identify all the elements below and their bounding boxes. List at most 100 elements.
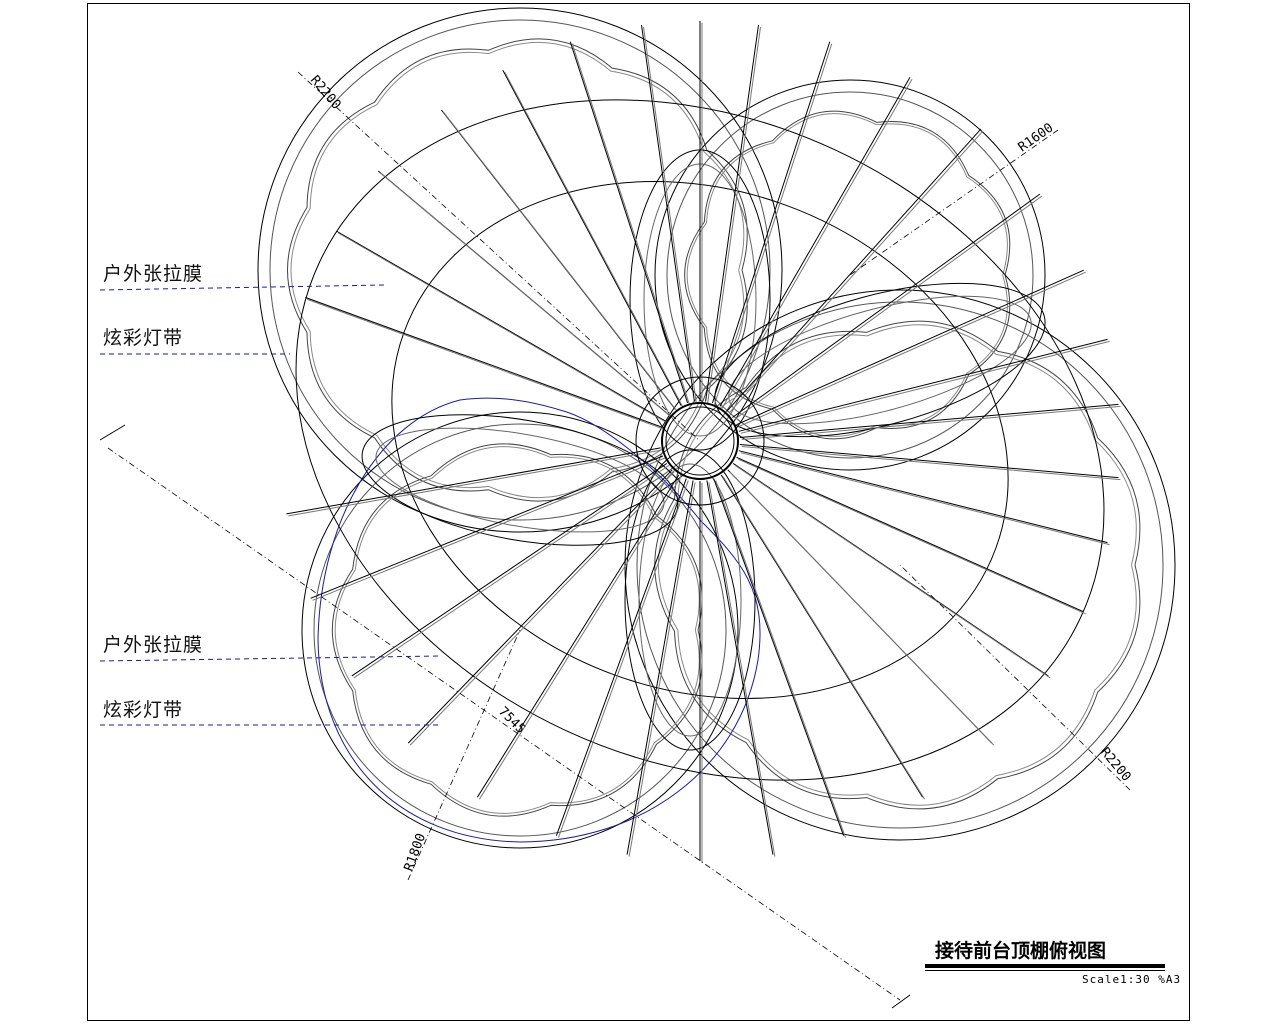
petal-top-left-inner bbox=[269, 19, 771, 521]
radial-rib-11 bbox=[726, 128, 982, 412]
radial-rib-pair-14 bbox=[740, 340, 1110, 434]
radial-rib-17 bbox=[738, 450, 1108, 544]
radial-rib-19 bbox=[732, 462, 1049, 677]
radial-rib-0 bbox=[305, 296, 663, 428]
radial-rib-pair-4 bbox=[504, 71, 684, 408]
petal-top-right-inner bbox=[666, 91, 1034, 459]
radial-rib-1 bbox=[336, 230, 666, 422]
dim-tick-right bbox=[891, 994, 911, 1009]
radial-rib-pair-8 bbox=[707, 27, 761, 404]
hub-ring-outer bbox=[635, 376, 765, 506]
radial-rib-18 bbox=[736, 456, 1084, 613]
leader-membrane-lower bbox=[99, 655, 441, 662]
petal-top-right-scallop-inner bbox=[686, 113, 1008, 437]
radial-rib-21 bbox=[720, 474, 924, 798]
radial-rib-pair-16 bbox=[741, 446, 1121, 481]
petal-bottom-left-scallop-inner bbox=[334, 446, 700, 814]
radial-rib-9 bbox=[711, 41, 831, 404]
radial-rib-6 bbox=[641, 25, 695, 402]
radial-rib-pair-27 bbox=[478, 476, 682, 800]
hub-ring bbox=[661, 402, 739, 480]
radial-rib-31 bbox=[286, 447, 661, 515]
petal-top-right-scallop bbox=[684, 110, 1011, 440]
drawing-scale: Scale1:30 %A3 bbox=[1082, 973, 1182, 986]
radial-rib-pair-31 bbox=[288, 449, 663, 517]
radial-rib-pair-28 bbox=[409, 471, 675, 746]
radial-rib-pair-15 bbox=[741, 405, 1121, 440]
radial-rib-pair-5 bbox=[571, 43, 691, 406]
inner-lobe-1 bbox=[714, 282, 1046, 438]
radial-rib-pair-26 bbox=[557, 480, 689, 838]
radial-rib-pair-29 bbox=[353, 464, 670, 679]
radial-rib-13 bbox=[736, 269, 1084, 426]
callout-lightstrip-upper: 炫彩灯带 bbox=[103, 327, 184, 349]
dim-r-bottom-left: R1800 bbox=[402, 831, 429, 873]
petal-top-left-outer bbox=[257, 7, 783, 533]
radial-rib-15 bbox=[739, 403, 1119, 438]
inner-lobe-3 bbox=[361, 414, 679, 546]
radial-rib-23 bbox=[706, 480, 774, 855]
radial-rib-pair-20 bbox=[729, 471, 995, 746]
ellipse-membrane-outer bbox=[295, 99, 1105, 781]
petal-bottom-left-outer bbox=[301, 411, 739, 849]
radial-rib-5 bbox=[569, 41, 689, 404]
callout-lightstrip-lower: 炫彩灯带 bbox=[103, 699, 184, 721]
callout-membrane-upper: 户外张拉膜 bbox=[103, 263, 204, 285]
dim-r-top-left: R2200 bbox=[307, 73, 344, 113]
petal-bottom-right-outer bbox=[624, 289, 1176, 841]
radial-rib-30 bbox=[310, 455, 664, 599]
radial-rib-pair-1 bbox=[338, 232, 668, 424]
inner-lobe-inner-2 bbox=[638, 463, 742, 737]
petal-bottom-right-inner bbox=[636, 301, 1164, 829]
radial-rib-16 bbox=[739, 444, 1119, 479]
radial-rib-pair-9 bbox=[713, 43, 833, 406]
dim-leader-top-right bbox=[849, 129, 1059, 276]
dim-leader-diagonal bbox=[107, 447, 901, 1001]
callout-membrane-lower: 户外张拉膜 bbox=[103, 634, 204, 656]
petal-top-left-scallop bbox=[287, 38, 748, 502]
radial-rib-pair-11 bbox=[728, 130, 984, 414]
dim-tick-left bbox=[99, 424, 126, 441]
radial-rib-14 bbox=[738, 338, 1108, 432]
radial-rib-12 bbox=[732, 193, 1041, 418]
radial-rib-pair-22 bbox=[715, 480, 847, 838]
radial-rib-pair-6 bbox=[643, 27, 697, 404]
petal-bottom-left-scallop bbox=[331, 443, 703, 817]
inner-lobe-inner-1 bbox=[728, 295, 1032, 425]
radial-rib-26 bbox=[555, 478, 687, 836]
drawing-title: 接待前台顶棚俯视图 bbox=[935, 940, 1107, 962]
inner-lobe-2 bbox=[624, 449, 756, 751]
radial-rib-pair-23 bbox=[708, 482, 776, 857]
radial-rib-pair-13 bbox=[738, 271, 1086, 428]
title-underline-thin bbox=[925, 970, 1165, 971]
radial-rib-pair-12 bbox=[734, 195, 1043, 420]
radial-rib-pair-19 bbox=[734, 464, 1051, 679]
radial-rib-pair-10 bbox=[721, 79, 913, 409]
dim-leader-bottom-right bbox=[899, 564, 1131, 791]
hub-ring-inner bbox=[665, 406, 735, 476]
radial-rib-4 bbox=[502, 69, 682, 406]
radial-rib-pair-21 bbox=[722, 476, 926, 800]
dim-r-top-right: R1600 bbox=[1016, 121, 1057, 156]
drawing-frame bbox=[87, 3, 1190, 1021]
radial-rib-22 bbox=[713, 478, 845, 836]
dim-r-bottom-right: R2200 bbox=[1097, 745, 1134, 785]
radial-rib-8 bbox=[705, 25, 759, 402]
radial-rib-pair-0 bbox=[307, 298, 665, 430]
radial-rib-pair-30 bbox=[312, 457, 666, 601]
radial-rib-27 bbox=[476, 474, 680, 798]
leader-membrane-upper bbox=[99, 284, 386, 291]
inner-lobe-inner-3 bbox=[375, 427, 665, 533]
radial-rib-pair-2 bbox=[379, 172, 672, 418]
petal-bottom-right-scallop-inner bbox=[658, 324, 1137, 806]
radial-rib-pair-3 bbox=[443, 111, 678, 412]
radial-rib-pair-18 bbox=[738, 458, 1086, 615]
highlight-outline bbox=[317, 397, 761, 843]
title-underline bbox=[925, 964, 1165, 968]
petal-top-right-outer bbox=[654, 79, 1046, 471]
radial-rib-29 bbox=[351, 462, 668, 677]
radial-rib-10 bbox=[719, 77, 911, 407]
radial-rib-28 bbox=[407, 469, 673, 744]
radial-rib-25 bbox=[626, 480, 694, 855]
